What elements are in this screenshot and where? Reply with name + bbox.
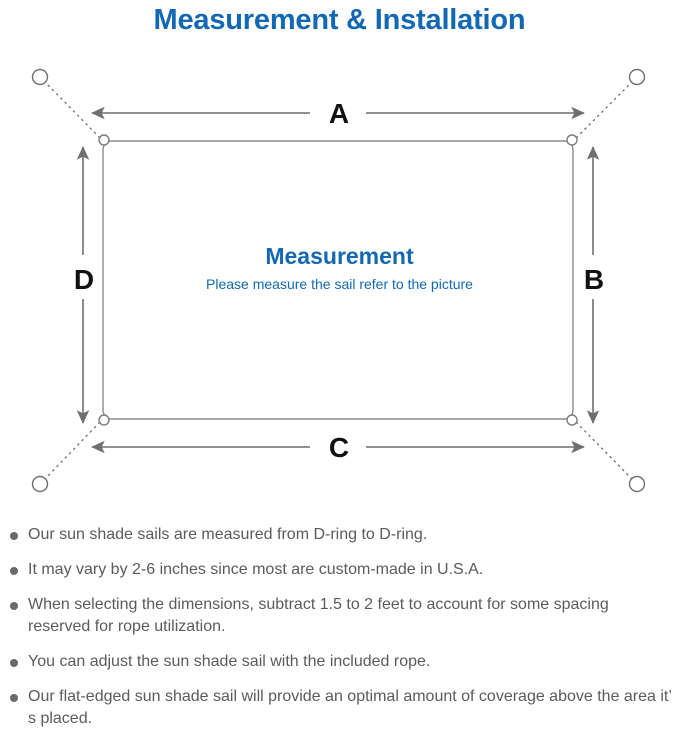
list-item: Our sun shade sails are measured from D-… xyxy=(0,524,679,546)
list-item: When selecting the dimensions, subtract … xyxy=(0,594,679,638)
measurement-subtext: Please measure the sail refer to the pic… xyxy=(206,276,473,292)
rope-line-top-left xyxy=(44,81,101,139)
dimension-label-a: A xyxy=(329,98,349,129)
rope-line-bottom-right xyxy=(575,421,633,480)
measurement-heading: Measurement xyxy=(265,243,414,269)
anchor-ring-top-left xyxy=(31,68,49,86)
note-text: Our sun shade sails are measured from D-… xyxy=(28,526,428,543)
sail-d-rings xyxy=(98,134,578,426)
sail-shape xyxy=(102,140,574,420)
sail-d-ring-top-right xyxy=(566,134,578,146)
dimension-label-d: D xyxy=(74,264,94,295)
note-text: You can adjust the sun shade sail with t… xyxy=(28,653,431,670)
anchor-ring-top-right xyxy=(628,68,646,86)
anchor-rings xyxy=(31,68,646,493)
anchor-ring-bottom-right xyxy=(628,475,646,493)
measurement-diagram: A C D B Measurement Please measure the s… xyxy=(0,44,679,514)
bullet-icon xyxy=(10,659,18,667)
note-text: It may vary by 2-6 inches since most are… xyxy=(28,561,484,578)
list-item: Our flat-edged sun shade sail will provi… xyxy=(0,686,679,730)
bullet-icon xyxy=(10,532,18,540)
dimension-label-c: C xyxy=(329,432,349,463)
bullet-icon xyxy=(10,567,18,575)
note-text: Our flat-edged sun shade sail will provi… xyxy=(28,688,672,727)
sail-d-ring-top-left xyxy=(98,134,110,146)
sail-d-ring-bottom-right xyxy=(566,414,578,426)
rope-line-top-right xyxy=(575,81,633,139)
dimension-label-b: B xyxy=(584,264,604,295)
rope-lines xyxy=(44,81,633,480)
list-item: It may vary by 2-6 inches since most are… xyxy=(0,559,679,581)
list-item: You can adjust the sun shade sail with t… xyxy=(0,651,679,673)
rope-line-bottom-left xyxy=(44,421,101,480)
page-title: Measurement & Installation xyxy=(153,4,526,36)
notes-list: Our sun shade sails are measured from D-… xyxy=(0,524,679,743)
sail-d-ring-bottom-left xyxy=(98,414,110,426)
bullet-icon xyxy=(10,602,18,610)
note-text: When selecting the dimensions, subtract … xyxy=(28,596,609,635)
anchor-ring-bottom-left xyxy=(31,475,49,493)
bullet-icon xyxy=(10,694,18,702)
